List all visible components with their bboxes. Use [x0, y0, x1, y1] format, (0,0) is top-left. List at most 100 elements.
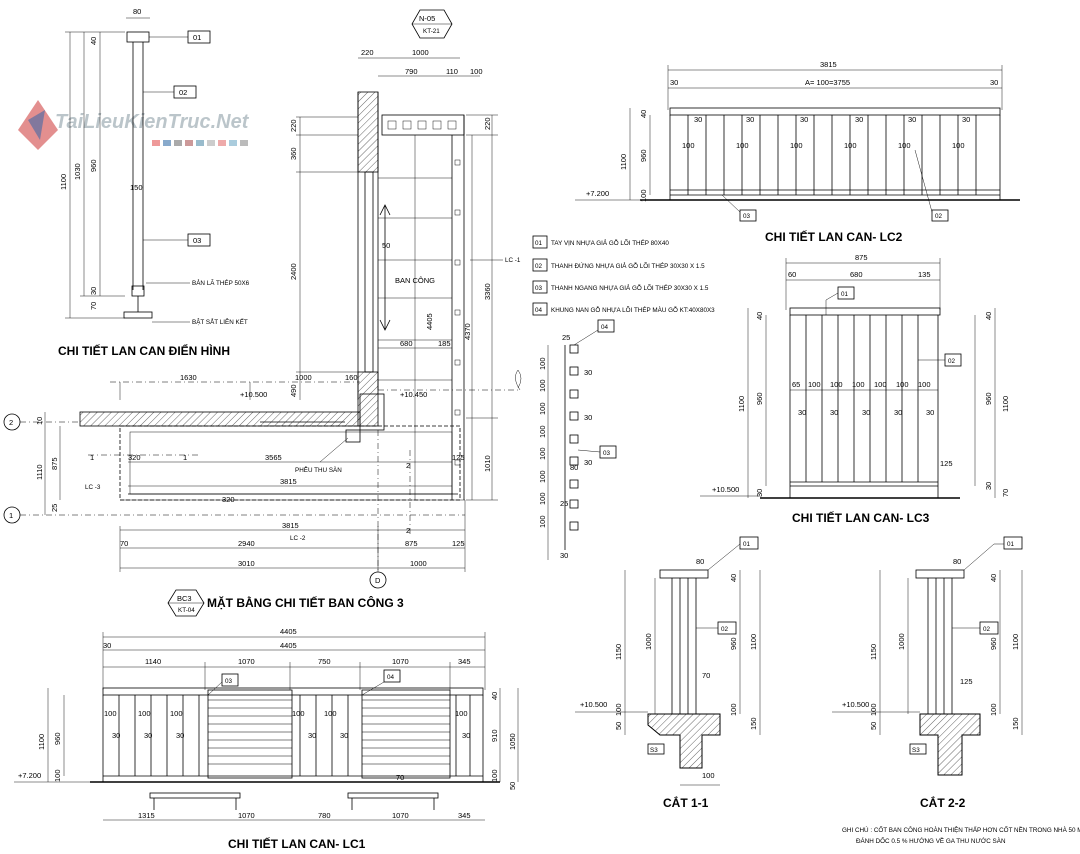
lc1-dim-960-left: 960: [53, 732, 62, 745]
plan-dim-1000c: 1000: [410, 559, 427, 568]
lc1-dim-top: 750: [318, 657, 331, 666]
plan-dim-875: 875: [50, 457, 59, 470]
lc3-spacing: 100: [896, 380, 909, 389]
lc1-spacing: 30: [176, 731, 184, 740]
badge-bottom-code: BC3: [177, 594, 192, 603]
lc2-spacing: 30: [855, 115, 863, 124]
typical-label-hinge: BẢN LÃ THÉP 50X6: [192, 278, 250, 287]
lc1-dim-top: 1070: [392, 657, 409, 666]
typical-title: CHI TIẾT LAN CAN ĐIỂN HÌNH: [58, 343, 230, 358]
legend-item: 02 THANH ĐỨNG NHỰA GIẢ GỖ LÕI THÉP 30X30…: [532, 258, 705, 272]
section-badge-top: N-05 KT-21: [411, 9, 453, 39]
lc2-spacing: 100: [790, 141, 803, 150]
plan-arrow-50: 50: [382, 241, 390, 250]
plan-dim-110: 110: [446, 67, 458, 76]
lc3-dim-960-left: 960: [755, 392, 764, 405]
typical-dim-1030: 1030: [73, 163, 82, 180]
cut1-dim-1000: 1000: [644, 633, 653, 650]
plan-el-1: +10.500: [240, 390, 267, 399]
lc3-dim-30-right: 30: [984, 482, 993, 490]
lc1-dim-bottom: 345: [458, 811, 471, 820]
cut1-tag-02: 02: [721, 626, 729, 633]
louver-dim: 100: [538, 515, 547, 528]
lc2-elevation: +7.200: [586, 189, 609, 198]
cut2-dim-960: 960: [989, 637, 998, 650]
lc2-spacing: 30: [908, 115, 916, 124]
legend-id: 03: [535, 285, 543, 292]
lc3-dim-70-right: 70: [1001, 489, 1010, 497]
lc2-spacing: 100: [682, 141, 695, 150]
plan-dim-360: 360: [289, 147, 298, 160]
typical-dim-40: 40: [89, 37, 98, 45]
cut1-dim-100b: 100: [702, 771, 715, 780]
cut1-dim-100: 100: [729, 703, 738, 716]
grid-1-label: 1: [9, 511, 13, 520]
watermark-swatches: [152, 140, 248, 146]
lc1-spacing: 30: [308, 731, 316, 740]
lc1-dim-70: 70: [396, 773, 404, 782]
railing-lc3: 875 60 680 135 65 100 100 100 100 100 10…: [700, 253, 1010, 525]
note-line-2: ĐÁNH DỐC 0.5 % HƯỚNG VỀ GA THU NƯỚC SÀN: [856, 835, 1006, 845]
cut1-dim-50: 50: [614, 722, 623, 730]
badge-top-ref: KT-21: [423, 28, 440, 35]
lc3-spacing: 100: [852, 380, 865, 389]
louver-dim: 100: [538, 402, 547, 415]
cut2-s3: S3: [912, 747, 920, 754]
typical-tag-02: 02: [179, 88, 187, 97]
plan-dim-125b: 125: [452, 539, 465, 548]
cut1-s3: S3: [650, 747, 658, 754]
typical-dim-1100: 1100: [59, 174, 68, 190]
lc2-spacing: 30: [746, 115, 754, 124]
lc3-elevation: +10.500: [712, 485, 739, 494]
plan-dim-1000b: 1000: [295, 373, 312, 382]
plan-dim-2940: 2940: [238, 539, 255, 548]
lc2-title: CHI TIẾT LAN CAN- LC2: [765, 229, 903, 244]
plan-el-2: +10.450: [400, 390, 427, 399]
plan-dim-220: 220: [361, 48, 374, 57]
badge-top-code: N-05: [419, 14, 435, 23]
lc2-spacing: 30: [694, 115, 702, 124]
plan-sec2-bottom: 2: [406, 526, 410, 535]
cut2-dim-1000: 1000: [897, 633, 906, 650]
plan-dim-875b: 875: [405, 539, 418, 548]
lc2-dim-960: 960: [639, 149, 648, 162]
plan-sec1-right: 1: [183, 453, 187, 462]
typical-railing-detail: 80 1100 1030 960 40 30 70 150 01 02 03 B…: [58, 7, 250, 358]
louver-dim: 25: [562, 333, 570, 342]
plan-label-lc1: LC -1: [505, 257, 521, 264]
louver-dim: 100: [538, 470, 547, 483]
lc3-dim-1100-right: 1100: [1001, 396, 1010, 412]
plan-dim-10: 10: [35, 417, 44, 425]
lc1-dim-bottom: 1315: [138, 811, 155, 820]
lc3-spacing: 65: [792, 380, 800, 389]
cut1-dim-150: 150: [749, 717, 758, 730]
lc3-dim-125: 125: [940, 459, 953, 468]
lc1-dim-bottom: 1070: [238, 811, 255, 820]
typical-tag-03: 03: [193, 236, 201, 245]
typical-dim-150: 150: [130, 183, 143, 192]
lc1-dim-40: 40: [490, 692, 499, 700]
typical-dim-960: 960: [89, 159, 98, 172]
lc1-dim-100-left: 100: [53, 769, 62, 782]
note-line-1: GHI CHÚ : CỐT BAN CÔNG HOÀN THIỆN THẤP H…: [842, 824, 1080, 834]
lc2-dim-40: 40: [639, 110, 648, 118]
legend-text: KHUNG NAN GỖ NHỰA LÕI THÉP MÀU GỖ KT:40X…: [551, 305, 715, 314]
plan-dim-125: 125: [452, 453, 465, 462]
section-cut-2: 80 01 02 1150 1000 50 100 960 1100 40 10…: [832, 536, 1023, 810]
lc3-dim-40-left: 40: [755, 312, 764, 320]
lc3-spacing: 30: [798, 408, 806, 417]
lc1-spacing: 30: [462, 731, 470, 740]
lc1-spacing: 100: [324, 709, 337, 718]
plan-label-lc3: LC -3: [85, 484, 101, 491]
louver-dim: 30: [584, 413, 592, 422]
lc1-dim-top: 345: [458, 657, 471, 666]
lc2-tag-03: 03: [743, 213, 751, 220]
plan-dim-220r: 220: [483, 117, 492, 130]
louver-dim: 25: [560, 499, 568, 508]
legend-text: THANH ĐỨNG NHỰA GIẢ GỖ LÕI THÉP 30X30 X …: [551, 261, 705, 270]
plan-dim-3815b: 3815: [282, 521, 299, 530]
lc1-elevation: +7.200: [18, 771, 41, 780]
louver-dim: 100: [538, 357, 547, 370]
plan-sec1-left: 1: [90, 453, 94, 462]
